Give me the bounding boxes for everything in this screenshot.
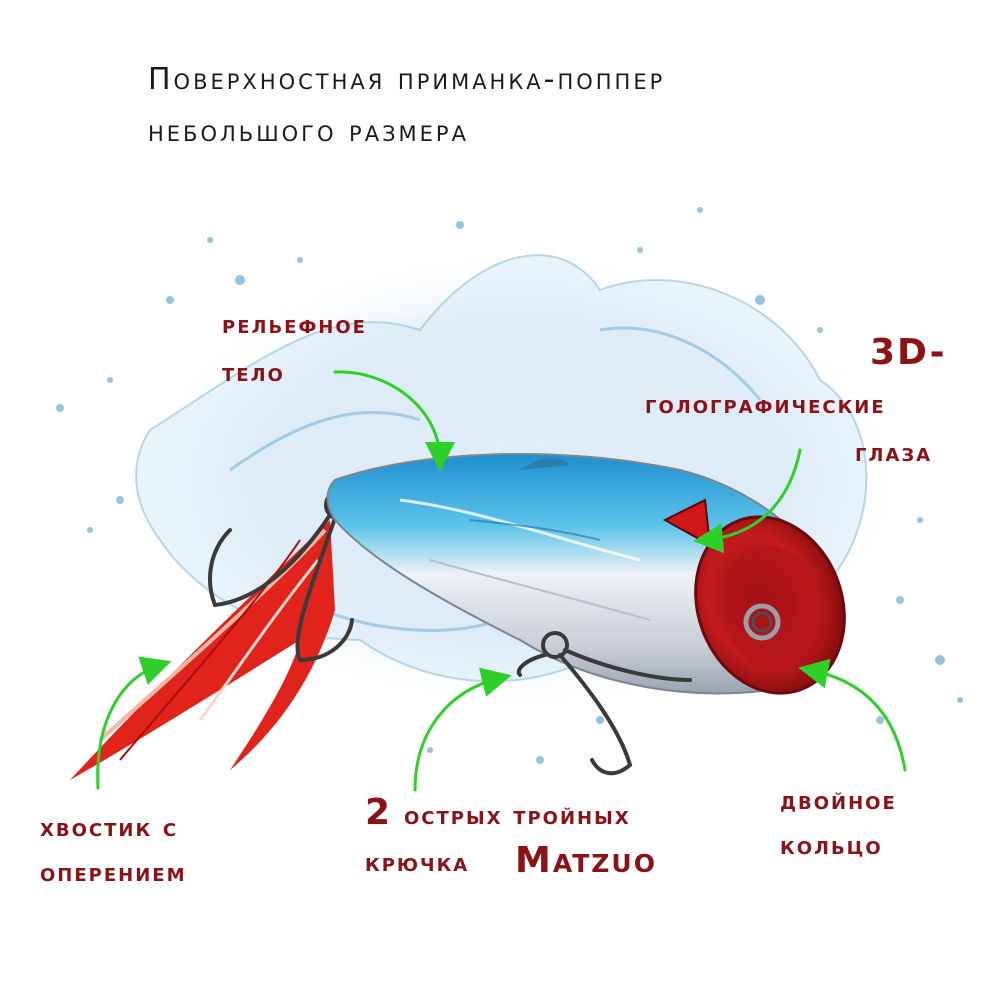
label-body-line1: рельефное [222, 310, 367, 339]
label-hooks-line2: крючка [365, 848, 470, 877]
treble-hook-belly-icon [516, 631, 692, 776]
arrow-eyes [693, 448, 802, 554]
annotation-arrows [96, 370, 907, 792]
label-ring-line2: кольцо [780, 831, 883, 860]
label-eyes-line1: 3D- [870, 332, 947, 373]
label-hooks-line1: острых тройных [404, 801, 631, 830]
label-hooks-number: 2 [365, 792, 393, 833]
label-tail-line1: хвостик с [40, 813, 179, 842]
label-ring-line1: двойное [780, 786, 897, 815]
label-eyes-line2: голографические [645, 390, 886, 419]
label-body-line2: тело [222, 358, 285, 387]
arrow-tail [96, 656, 172, 790]
label-tail-line2: оперением [40, 858, 187, 887]
arrow-hooks [413, 667, 512, 792]
arrow-ring [798, 658, 907, 772]
arrow-body [333, 370, 455, 472]
popper-lure-icon [326, 453, 846, 695]
label-eyes-line3: глаза [855, 438, 933, 467]
title-line-1: Поверхностная приманка-поппер [148, 62, 666, 97]
label-hooks-brand: Matzuo [515, 840, 657, 881]
split-ring-icon [743, 603, 781, 641]
title-line-2: небольшого размера [148, 114, 469, 149]
